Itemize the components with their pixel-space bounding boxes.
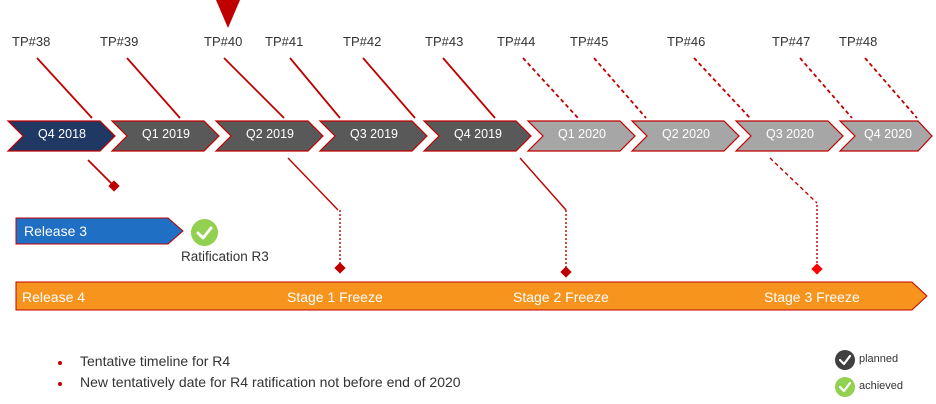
legend-label-achieved: achieved: [859, 380, 904, 392]
quarter-label: Q3 2019: [350, 127, 398, 141]
tp-connector: [223, 57, 285, 119]
freeze-connector: [287, 157, 339, 211]
stage1-freeze-diamond-icon: [334, 262, 346, 274]
stage2-freeze-diamond-icon: [560, 266, 572, 278]
tp-label: TP#46: [667, 34, 706, 49]
stage3-freeze-diamond-icon: [811, 263, 823, 275]
quarter-label: Q1 2020: [558, 127, 606, 141]
quarter-label: Q2 2019: [246, 127, 294, 141]
tp-connector: [693, 57, 751, 119]
quarter-chevron: [734, 120, 844, 152]
tp-connector: [362, 57, 416, 119]
quarter-chevron: [214, 120, 324, 152]
note-item: Tentative timeline for R4: [80, 353, 231, 369]
tp-connectors: [36, 57, 918, 119]
tp-connector: [864, 57, 918, 119]
quarter-label: Q3 2020: [766, 127, 814, 141]
freeze-connector: [519, 157, 567, 211]
tp-label: TP#47: [772, 34, 811, 49]
quarter-chevron: [630, 120, 740, 152]
tp-label: TP#40: [204, 34, 243, 49]
release3-label: Release 3: [24, 223, 88, 239]
tp-label: TP#48: [839, 34, 878, 49]
stage3-freeze-label: Stage 3 Freeze: [764, 289, 860, 305]
tp-label: TP#38: [12, 34, 51, 49]
freeze-connectors: [287, 157, 818, 270]
tp-label: TP#41: [265, 34, 304, 49]
tp-connector: [126, 57, 181, 119]
tp-connector: [442, 57, 496, 119]
release3-bar: [15, 217, 184, 245]
quarter-label: Q2 2020: [662, 127, 710, 141]
quarter-label: Q4 2019: [454, 127, 502, 141]
quarter-chevron: [318, 120, 428, 152]
bullet-icon: [58, 361, 62, 365]
legend-label-planned: planned: [859, 353, 899, 365]
tp-label: TP#42: [343, 34, 382, 49]
quarter-label: Q1 2019: [142, 127, 190, 141]
stage1-freeze-label: Stage 1 Freeze: [287, 289, 383, 305]
bullet-icon: [58, 382, 62, 386]
tp-label: TP#45: [570, 34, 609, 49]
tp-label: TP#39: [100, 34, 139, 49]
quarter-label: Q4 2020: [864, 127, 912, 141]
stage2-freeze-label: Stage 2 Freeze: [513, 289, 609, 305]
achieved-check-icon: [835, 377, 855, 397]
tp-connector: [36, 57, 93, 119]
tp-connector: [522, 57, 579, 119]
freeze-connector: [769, 157, 818, 204]
current-tp-marker-icon: [216, 0, 240, 28]
quarter-label: Q4 2018: [38, 127, 86, 141]
ratification-r3-label: Ratification R3: [181, 249, 269, 264]
release4-bar: [15, 281, 928, 311]
quarter-chevron: [6, 120, 116, 152]
r3-ratification-connector: [87, 159, 115, 187]
planned-check-icon: [835, 350, 855, 370]
tp-label: TP#43: [425, 34, 464, 49]
note-item: New tentatively date for R4 ratification…: [80, 374, 461, 390]
release4-label: Release 4: [22, 289, 86, 305]
quarter-chevron: [110, 120, 220, 152]
check-icon: [191, 219, 218, 246]
tp-connector: [799, 57, 853, 119]
quarter-chevrons: [6, 120, 933, 152]
quarter-chevron: [422, 120, 532, 152]
quarter-chevron: [526, 120, 636, 152]
tp-connector: [289, 57, 341, 119]
quarter-chevron: [838, 120, 933, 152]
tp-label: TP#44: [497, 34, 536, 49]
tp-connector: [593, 57, 647, 119]
